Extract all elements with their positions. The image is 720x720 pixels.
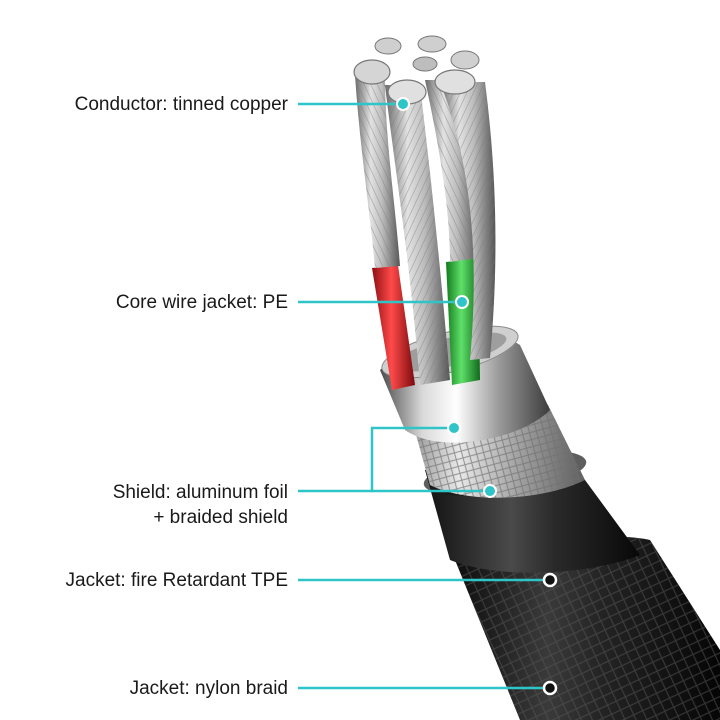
dot-foil bbox=[447, 421, 461, 435]
label-jacket-tpe: Jacket: fire Retardant TPE bbox=[65, 570, 288, 591]
dot-conductor bbox=[396, 97, 410, 111]
dot-nylon bbox=[542, 680, 558, 696]
label-shield-braided: + braided shield bbox=[153, 507, 288, 528]
callout-dots bbox=[396, 97, 497, 498]
red-core-wire bbox=[372, 265, 415, 390]
dot-tpe bbox=[542, 572, 558, 588]
dot-core-jacket bbox=[455, 295, 469, 309]
strand-end-caps bbox=[353, 35, 480, 105]
callout-shield bbox=[298, 426, 454, 493]
label-shield: Shield: aluminum foil bbox=[112, 482, 288, 503]
callout-lines bbox=[298, 102, 550, 690]
copper-conductor-strands bbox=[355, 75, 496, 385]
nylon-braid-jacket bbox=[455, 536, 720, 720]
dot-braid bbox=[483, 484, 497, 498]
label-core-wire-jacket: Core wire jacket: PE bbox=[115, 292, 288, 313]
label-jacket-nylon: Jacket: nylon braid bbox=[129, 678, 288, 699]
label-conductor: Conductor: tinned copper bbox=[74, 94, 288, 115]
callout-dots-dark bbox=[542, 572, 558, 696]
